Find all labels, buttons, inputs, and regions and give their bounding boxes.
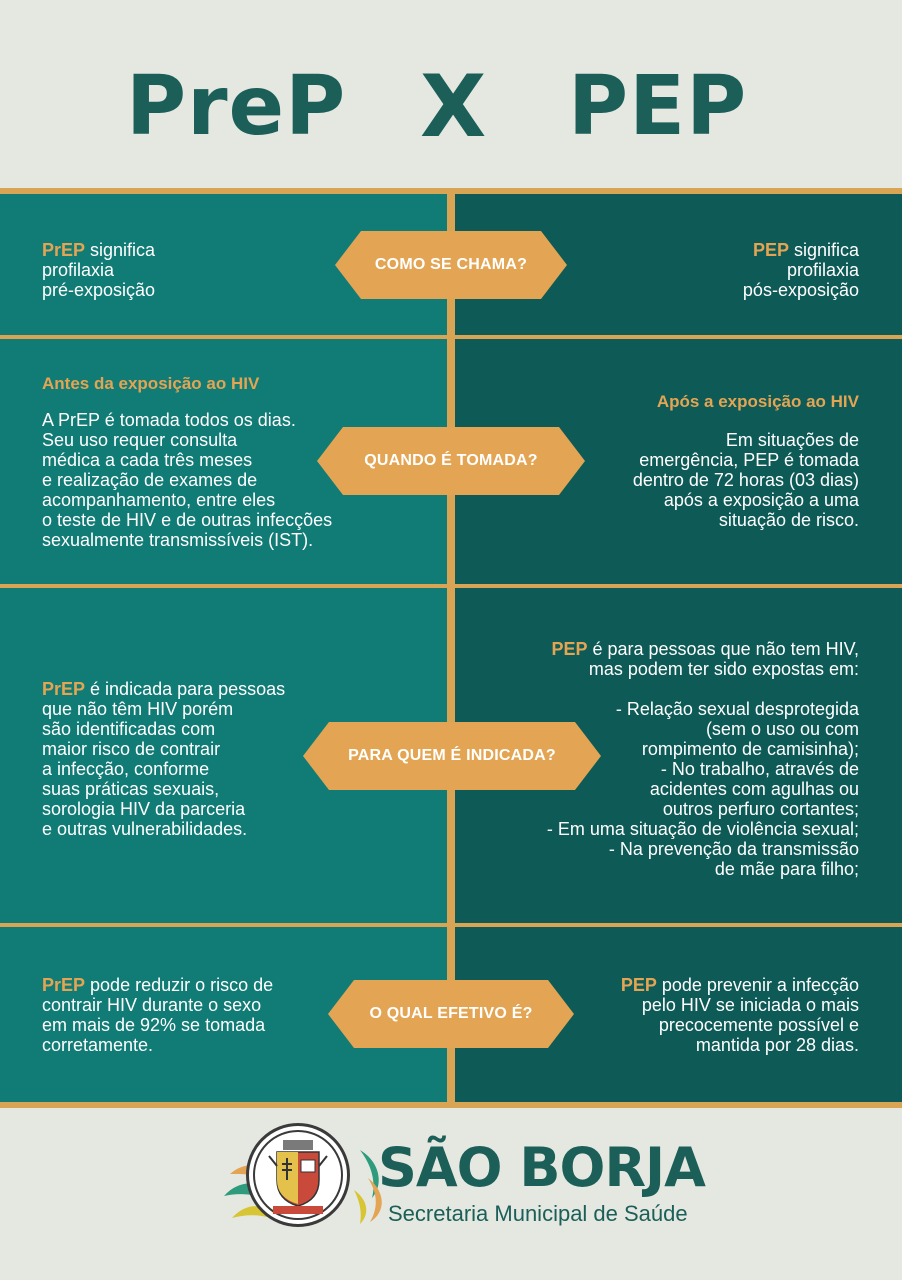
footer: SÃO BORJA Secretaria Municipal de Saúde [0, 1108, 902, 1280]
row-2-prep-subtitle: Antes da exposição ao HIV [42, 374, 260, 393]
row-1-pep-label: PEP [752, 240, 789, 260]
comparison-grid: PrEP significa profilaxia pré-exposição … [0, 188, 902, 1108]
row-3-prep-text: PrEP é indicada para pessoas que não têm… [42, 679, 285, 839]
row-1-prep-text: PrEP significa profilaxia pré-exposição [42, 240, 155, 300]
crest-emblem-icon [253, 1130, 343, 1220]
row-3-pep-label: PEP [551, 639, 588, 659]
municipal-crest-logo [246, 1123, 350, 1227]
title-versus: X [420, 57, 488, 157]
row-3-pep-body: é para pessoas que não tem HIV, mas pode… [546, 639, 859, 879]
right-swoosh-icon [354, 1150, 382, 1224]
row-1-prep-body: significa profilaxia pré-exposição [42, 240, 156, 300]
title-prep: PreP [126, 59, 347, 154]
row-3-pep-cell: PEP é para pessoas que não tem HIV, mas … [455, 588, 902, 923]
row-4-prep-body: pode reduzir o risco de contrair HIV dur… [42, 975, 274, 1055]
row-2-pep-subtitle: Após a exposição ao HIV [656, 392, 859, 411]
question-badge-qual-efetivo: O QUAL EFETIVO É? [328, 980, 574, 1048]
question-badge-como-se-chama: COMO SE CHAMA? [335, 231, 567, 299]
row-4-prep-cell: PrEP pode reduzir o risco de contrair HI… [0, 927, 447, 1102]
row-4-pep-label: PEP [620, 975, 657, 995]
row-2-pep-body: Em situações de emergência, PEP é tomada… [632, 430, 859, 530]
row-1-pep-body: significa profilaxia pós-exposição [742, 240, 859, 300]
row-3-prep-body: é indicada para pessoas que não têm HIV … [42, 679, 286, 839]
brand-name: SÃO BORJA [378, 1136, 706, 1199]
title-pep: PEP [568, 59, 748, 154]
header: PreP X PEP [0, 0, 902, 188]
question-badge-para-quem: PARA QUEM É INDICADA? [303, 722, 601, 790]
row-4-pep-body: pode prevenir a infecção pelo HIV se ini… [641, 975, 859, 1055]
row-1-pep-text: PEP significa profilaxia pós-exposição [743, 240, 859, 300]
row-3-prep-label: PrEP [42, 679, 86, 699]
row-3-pep-text: PEP é para pessoas que não tem HIV, mas … [547, 639, 859, 879]
row-4-prep-text: PrEP pode reduzir o risco de contrair HI… [42, 975, 273, 1055]
question-badge-quando-e-tomada: QUANDO É TOMADA? [317, 427, 585, 495]
row-4-pep-text: PEP pode prevenir a infecção pelo HIV se… [621, 975, 859, 1055]
row-4-prep-label: PrEP [42, 975, 86, 995]
row-1-prep-label: PrEP [42, 240, 86, 260]
brand-subtitle: Secretaria Municipal de Saúde [388, 1201, 688, 1226]
row-2-prep-body: A PrEP é tomada todos os dias. Seu uso r… [42, 410, 333, 550]
